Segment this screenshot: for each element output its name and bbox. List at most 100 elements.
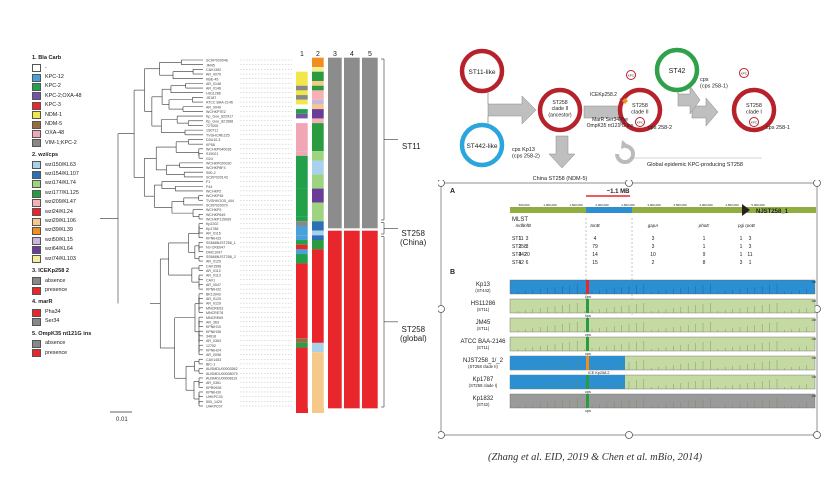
track-bar	[509, 279, 816, 295]
legend-label: NDM-5	[45, 120, 63, 127]
legend-label: KPC-12	[45, 73, 64, 80]
legend-item: KPC-2	[32, 82, 102, 92]
genome-arrow	[742, 204, 750, 216]
scale-bar-label: 0.01	[116, 417, 128, 423]
legend-swatch	[32, 92, 41, 101]
heatmap-cell	[312, 249, 324, 343]
legend-label: wzi174/KL74	[45, 180, 76, 187]
heatmap-cell	[296, 188, 308, 217]
cps-marker	[586, 356, 589, 370]
legend-item: wzi39/KL39	[32, 226, 102, 236]
recycle-icon	[615, 144, 635, 164]
heatmap-cell	[296, 118, 308, 124]
kpc-plasmid-icon	[626, 70, 636, 80]
mlst-st: ST258	[512, 244, 527, 250]
isolate-label: TVGHCRE225	[206, 133, 230, 137]
heatmap-cell	[296, 62, 308, 68]
legend-item: absence	[32, 277, 102, 286]
kpc-label: KPC	[741, 72, 748, 76]
isolate-label: AR_0047	[206, 283, 221, 287]
legend-label: KPC-2;OXA-48	[45, 92, 82, 99]
column-header: 3	[333, 51, 337, 58]
isolate-label: AR_0115	[206, 232, 221, 236]
track-bar	[509, 298, 816, 314]
legend-label: NDM-1	[45, 111, 63, 118]
heatmap-cell	[296, 90, 308, 96]
axis-max-label: 100	[811, 356, 816, 360]
global-label: Global epidemic KPC-producing ST258	[647, 162, 743, 168]
track-mark-label: cps	[585, 333, 591, 337]
isolate-label: AR_0113	[206, 274, 221, 278]
isolate-label: SCKP020046	[206, 59, 228, 63]
node-label: clade II	[631, 109, 648, 115]
isolate-label: AR_0125	[206, 260, 221, 264]
isolate-label: JS187	[206, 96, 216, 100]
isolate-label: AR_0129	[206, 302, 221, 306]
legend-item: wzi177/KL125	[32, 189, 102, 198]
legend-title: 5. OmpK35 nt121G ins	[32, 330, 92, 337]
gene-label: pgi	[737, 223, 745, 228]
mlst-value: 11	[747, 252, 752, 258]
mlst-value: 1	[749, 260, 752, 266]
heatmap-cell	[312, 230, 324, 236]
heatmap-cell	[312, 85, 324, 91]
legend-swatch	[32, 227, 41, 236]
legend-item: VIM-1;KPC-2	[32, 139, 102, 148]
heatmap-cell	[296, 113, 308, 119]
frame-handle	[813, 431, 821, 439]
isolate-label: WCHKP3	[206, 208, 221, 212]
track-mark-label: ICE Kp258.2	[588, 371, 610, 375]
mlst-value: 3	[740, 260, 743, 266]
isolate-label: WCHKP040035	[206, 147, 231, 151]
tick-label: 2,500,000	[621, 203, 635, 207]
node-st258-clade2-ancestor	[537, 87, 583, 133]
legend-title: 1. Bla Carb	[32, 55, 62, 61]
track-name: ATCC BAA-2146	[461, 339, 507, 345]
node-label: clade II	[552, 106, 569, 112]
legend-title: 2. wzi/cps	[32, 152, 59, 159]
node-label: ST42	[669, 68, 686, 75]
legend-item: Pha34	[32, 308, 102, 317]
track-subtitle: (ST11)	[477, 345, 490, 350]
legend-swatch	[32, 308, 41, 317]
heatmap-cell	[328, 230, 342, 409]
ice-label: ICEKp258.2	[590, 92, 617, 98]
isolate-label: TVGHKGO5_444	[206, 199, 234, 203]
isolate-label: 72T005	[206, 124, 218, 128]
track-bar	[509, 317, 816, 333]
legend-swatch	[32, 236, 41, 245]
legend-item: -	[32, 64, 102, 73]
isolate-label: AR_0146	[206, 87, 221, 91]
heatmap-cell	[312, 90, 324, 100]
heatmap-cell	[296, 109, 308, 114]
track-segment	[510, 356, 625, 370]
heatmap-cell	[328, 57, 342, 229]
isolate-label: 1S0711	[206, 129, 218, 133]
legend-swatch	[32, 180, 41, 189]
cps-label: (cps 258-2)	[512, 154, 540, 160]
isolate-label: SS668NJST258_2	[206, 255, 236, 259]
legend-item: wzi154/KL107	[32, 170, 102, 179]
track-name: Kp13	[476, 282, 491, 288]
track-subtitle: (ST258 clade I)	[469, 383, 498, 388]
heatmap-cell	[296, 216, 308, 222]
mlst-st: ST11	[512, 236, 524, 242]
track-subtitle: (ST11)	[477, 326, 490, 331]
heatmap-cell	[312, 71, 324, 82]
heatmap-cell	[312, 67, 324, 72]
legend-label: Pha34	[45, 308, 61, 315]
isolate-label: AUSMDU00008079	[206, 372, 238, 376]
node-st42	[654, 47, 700, 93]
mlst-value: 3	[526, 236, 529, 242]
clade-label-st258-china: ST258 (China)	[400, 229, 427, 247]
legend-label: wzi74/KL103	[45, 255, 76, 262]
node-st258-clade1	[731, 87, 777, 133]
legend-item: presence	[32, 286, 102, 295]
tick-label: 1,500,000	[569, 203, 583, 207]
isolate-label: Kp1788	[206, 227, 218, 231]
mlst-value: 10	[650, 252, 656, 258]
